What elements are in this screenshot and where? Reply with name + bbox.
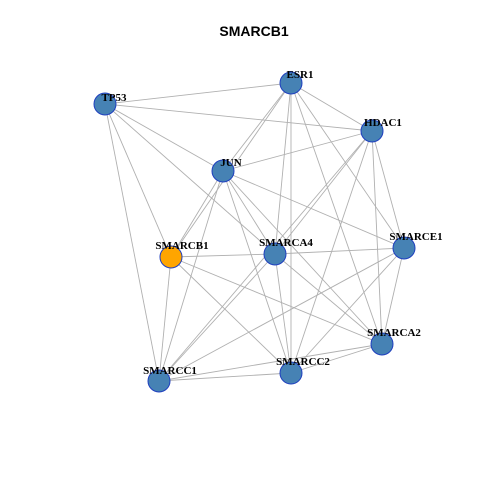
edge-esr1-jun	[222, 82, 292, 172]
edge-smarce1-smarcc1	[158, 247, 405, 382]
edge-smarcb1-smarca2	[170, 256, 383, 345]
edge-smarca4-smarce1	[274, 247, 405, 255]
edge-jun-smarca2	[222, 170, 383, 345]
node-circle-tp53	[93, 92, 117, 116]
node-smarcc1: SMARCC1	[143, 365, 197, 393]
edge-tp53-smarca4	[104, 103, 276, 255]
edge-jun-smarce1	[222, 170, 405, 249]
edge-hdac1-smarce1	[371, 130, 405, 249]
node-smarce1: SMARCE1	[389, 231, 443, 260]
edge-smarca2-smarcc2	[290, 343, 383, 374]
edge-tp53-smarcb1	[104, 103, 172, 258]
node-smarcb1: SMARCB1	[155, 240, 209, 269]
node-circle-smarcc2	[279, 361, 303, 385]
node-tp53: TP53	[93, 92, 127, 116]
edge-tp53-esr1	[104, 82, 292, 105]
node-label-smarce1: SMARCE1	[389, 231, 442, 243]
edge-smarca2-smarcc1	[158, 343, 383, 382]
edge-jun-smarca4	[222, 170, 276, 255]
node-circle-smarcb1	[159, 245, 183, 269]
edge-esr1-hdac1	[290, 82, 373, 132]
node-label-tp53: TP53	[101, 92, 127, 104]
edge-jun-smarcc2	[222, 170, 292, 374]
node-label-hdac1: HDAC1	[364, 117, 402, 129]
node-smarca4: SMARCA4	[259, 237, 313, 266]
edge-hdac1-jun	[222, 130, 373, 172]
node-smarcc2: SMARCC2	[276, 356, 330, 385]
edge-smarca4-smarcc1	[158, 253, 276, 382]
edge-jun-smarcb1	[170, 170, 224, 258]
node-esr1: ESR1	[279, 69, 314, 95]
edge-smarcb1-smarca4	[170, 253, 276, 258]
edge-esr1-smarca4	[274, 82, 292, 255]
edge-smarce1-smarcc2	[290, 247, 405, 374]
node-circle-smarca4	[263, 242, 287, 266]
node-label-smarca4: SMARCA4	[259, 237, 313, 249]
edge-tp53-smarcc1	[104, 103, 160, 382]
node-label-smarcb1: SMARCB1	[155, 240, 208, 252]
edge-smarcc1-smarcc2	[158, 372, 292, 382]
node-circle-hdac1	[360, 119, 384, 143]
edge-hdac1-smarca2	[371, 130, 383, 345]
edge-esr1-smarce1	[290, 82, 405, 249]
node-label-smarcc2: SMARCC2	[276, 356, 330, 368]
node-circle-smarcc1	[147, 369, 171, 393]
edge-smarcb1-smarcc1	[158, 256, 172, 382]
edge-smarca4-smarca2	[274, 253, 383, 345]
edge-smarce1-smarca2	[381, 247, 405, 345]
edge-tp53-jun	[104, 103, 224, 172]
node-smarca2: SMARCA2	[367, 327, 421, 356]
node-label-smarcc1: SMARCC1	[143, 365, 197, 377]
node-label-smarca2: SMARCA2	[367, 327, 421, 339]
node-circle-jun	[211, 159, 235, 183]
edges-layer	[104, 82, 405, 382]
node-jun: JUN	[211, 157, 242, 183]
edge-smarcb1-smarcc2	[170, 256, 292, 374]
edge-esr1-smarca2	[290, 82, 383, 345]
node-label-jun: JUN	[220, 157, 241, 169]
node-hdac1: HDAC1	[360, 117, 402, 143]
node-circle-esr1	[279, 71, 303, 95]
edge-hdac1-smarcc2	[290, 130, 373, 374]
node-circle-smarca2	[370, 332, 394, 356]
node-circle-smarce1	[392, 236, 416, 260]
node-label-esr1: ESR1	[287, 69, 314, 81]
edge-hdac1-smarca4	[274, 130, 373, 255]
edge-tp53-hdac1	[104, 103, 373, 132]
diagram-title: SMARCB1	[219, 23, 288, 39]
